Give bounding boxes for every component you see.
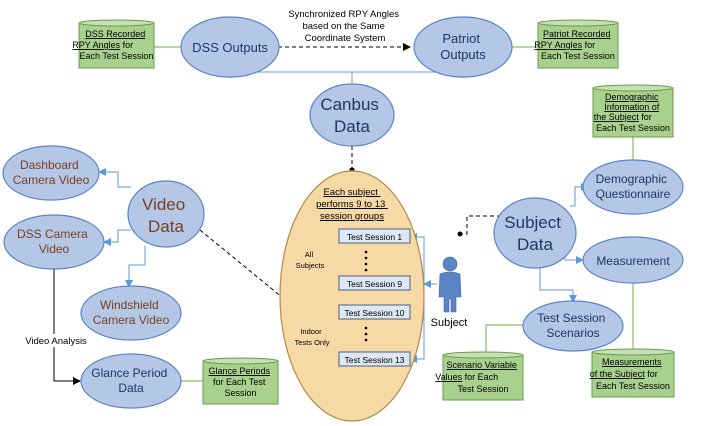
video-to-windshield-connector <box>125 246 146 288</box>
dashboard-camera-video-node: Dashboard Camera Video <box>2 145 100 201</box>
video-analysis-label: Video Analysis <box>25 336 87 347</box>
demographic-questionnaire-node: Demographic Questionnaire <box>582 159 684 215</box>
svg-text:Windshield Camera Video: Windshield Camera Video <box>93 298 170 327</box>
svg-text:Measurement: Measurement <box>596 254 670 268</box>
svg-text:Measurements of the Subj: Measurements of the Subject for Each Tes… <box>590 357 670 391</box>
subject-label: Subject <box>431 317 468 329</box>
video-to-subject-groups-connector <box>199 229 286 301</box>
svg-text:Patriot Outputs: Patriot Outputs <box>440 31 486 62</box>
dss-outputs-node: DSS Outputs <box>180 16 280 78</box>
ellipsis-dots-1 <box>364 250 368 272</box>
svg-text:Test Session Scenarios: Test Session Scenarios <box>537 311 608 340</box>
test-session-scenarios-node: Test Session Scenarios <box>522 300 624 352</box>
scenarios-to-green-connector <box>485 324 523 355</box>
svg-text:Glance Period Data: Glance Period Data <box>91 366 170 395</box>
glance-periods-box: Glance Periods for Each Test Session <box>202 357 279 405</box>
svg-text:Scenario Variable Values: Scenario Variable Values for Each Test S… <box>435 360 519 394</box>
test-session-1-box: Test Session 1 <box>338 228 411 244</box>
glance-period-data-node: Glance Period Data <box>80 353 182 409</box>
video-analysis-connector <box>53 268 81 385</box>
canbus-data-node: Canbus Data <box>309 83 395 147</box>
svg-text:Test Session 1: Test Session 1 <box>347 232 403 242</box>
measurements-subject-box: Measurements of the Subject for Each Tes… <box>590 348 675 398</box>
subject-data-to-person-connector <box>457 215 508 237</box>
svg-text:Glance Periods for Each: Glance Periods for Each Test Session <box>208 366 272 398</box>
sync-annotation: Synchronized RPY Angles based on the Sam… <box>288 9 401 44</box>
svg-text:Demographic Information: Demographic Information of the Subject f… <box>594 92 670 133</box>
windshield-camera-video-node: Windshield Camera Video <box>80 285 182 341</box>
person-icon <box>438 256 462 313</box>
svg-text:Patriot Recorded RPY Ang: Patriot Recorded RPY Angles for Each Tes… <box>534 29 615 61</box>
session-groups-header: Each subject performs 9 to 13 session gr… <box>316 187 388 222</box>
test-session-13-box: Test Session 13 <box>338 351 411 367</box>
svg-text:Test Session 10: Test Session 10 <box>344 308 404 318</box>
indoor-tests-label: Indoor Tests Only <box>294 327 329 347</box>
patriot-outputs-node: Patriot Outputs <box>413 16 513 78</box>
subject-to-scenarios-connector <box>539 268 577 303</box>
dss-recorded-box: DSS Recorded RPY Angles for Each Test Se… <box>72 19 155 69</box>
test-session-9-box: Test Session 9 <box>338 275 411 291</box>
ellipsis-dots-2 <box>364 326 368 342</box>
subject-to-demographic-connector <box>570 183 589 207</box>
svg-text:Subject Data: Subject Data <box>504 213 565 254</box>
dss-camera-video-node: DSS Camera Video <box>3 214 105 270</box>
subject-data-node: Subject Data <box>493 197 577 269</box>
all-subjects-label: All Subjects <box>296 250 325 270</box>
svg-text:Test Session 9: Test Session 9 <box>347 279 403 289</box>
svg-text:Test Session 13: Test Session 13 <box>344 355 404 365</box>
test-session-10-box: Test Session 10 <box>338 304 411 320</box>
scenario-values-box: Scenario Variable Values for Each Test S… <box>435 351 524 401</box>
demographic-info-box: Demographic Information of the Subject f… <box>592 84 674 138</box>
video-data-node: Video Data <box>127 180 205 248</box>
svg-text:Demographic Questionnair: Demographic Questionnaire <box>596 172 671 201</box>
svg-text:DSS Recorded RPY Angles: DSS Recorded RPY Angles for Each Test Se… <box>72 29 153 61</box>
patriot-recorded-box: Patriot Recorded RPY Angles for Each Tes… <box>534 19 619 69</box>
svg-text:DSS Outputs: DSS Outputs <box>192 40 268 55</box>
session-groups-node: Each subject performs 9 to 13 session gr… <box>279 170 425 422</box>
video-analysis-label-bg <box>22 334 90 347</box>
svg-text:Canbus Data: Canbus Data <box>320 95 383 136</box>
svg-text:Dashboard Camera Video: Dashboard Camera Video <box>13 158 90 187</box>
svg-text:DSS Camera Video: DSS Camera Video <box>17 227 91 256</box>
video-to-dss-camera-connector <box>103 229 131 246</box>
video-to-dashboard-connector <box>98 168 131 188</box>
svg-text:Video Data: Video Data <box>142 195 190 236</box>
measurement-node: Measurement <box>582 236 684 284</box>
